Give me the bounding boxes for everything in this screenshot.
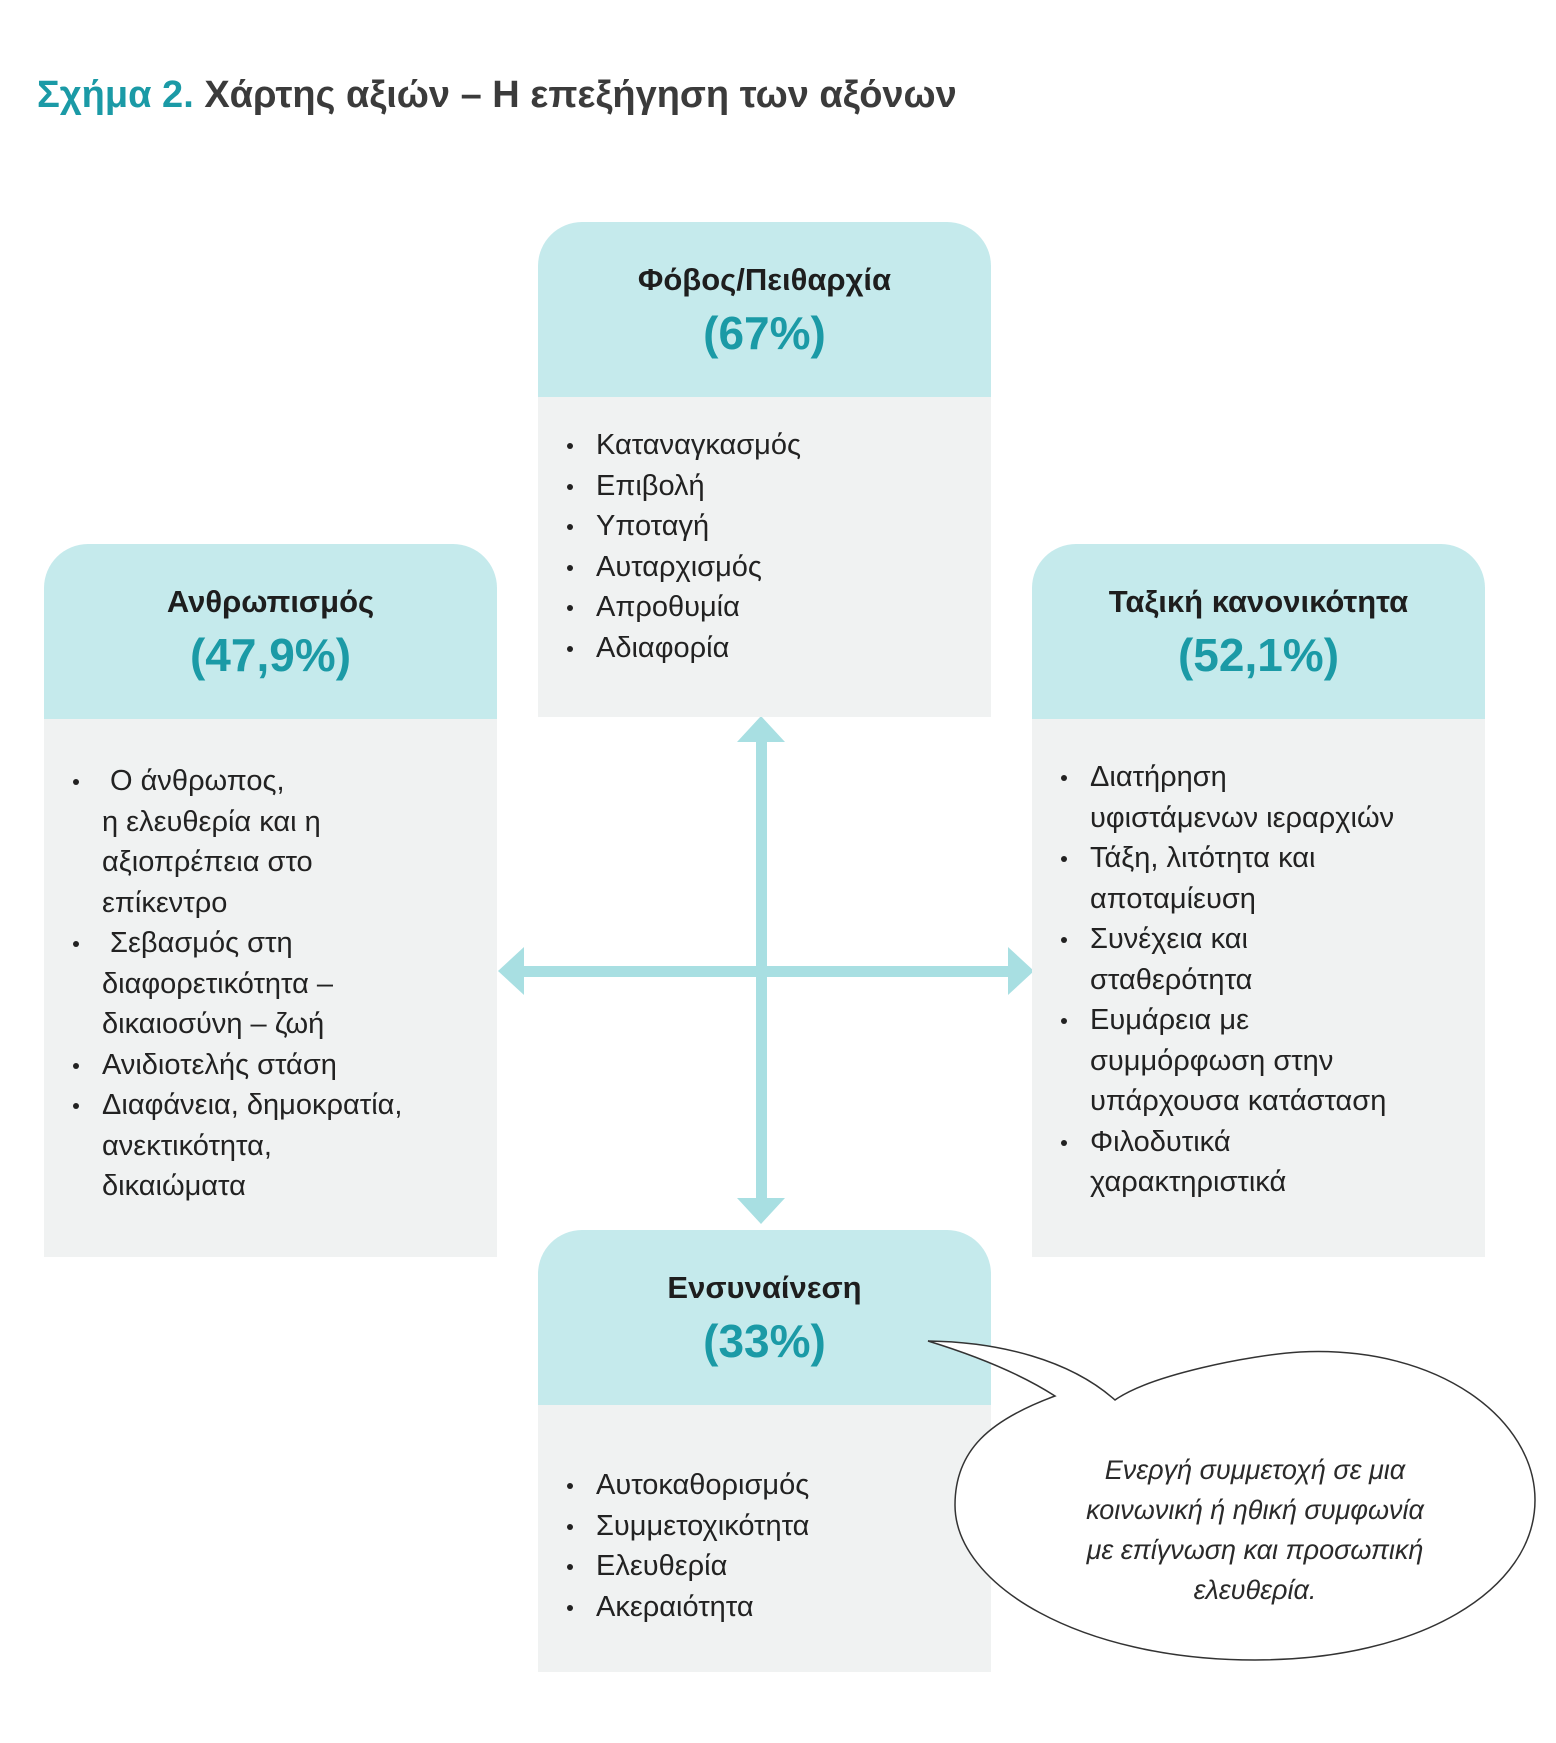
- card-header: Ταξική κανονικότητα (52,1%): [1032, 544, 1485, 719]
- card-title: Ενσυναίνεση: [667, 1270, 862, 1305]
- arrow-left-icon: [498, 947, 524, 995]
- list-item: Υποταγή: [538, 506, 991, 547]
- card-header: Ενσυναίνεση (33%): [538, 1230, 991, 1405]
- callout-text: Ενεργή συμμετοχή σε μια κοινωνική ή ηθικ…: [1086, 1455, 1424, 1605]
- card-body: Διατήρηση υφιστάμενων ιεραρχιών Τάξη, λι…: [1032, 719, 1485, 1257]
- figure-label: Σχήμα 2.: [37, 74, 194, 116]
- card-title: Ταξική κανονικότητα: [1108, 584, 1409, 619]
- card-body: Αυτοκαθορισμός Συμμετοχικότητα Ελευθερία…: [538, 1405, 991, 1672]
- arrow-down-icon: [737, 1198, 785, 1224]
- card-body: Καταναγκασμός Επιβολή Υποταγή Αυταρχισμό…: [538, 397, 991, 717]
- list-item: Αυταρχισμός: [538, 547, 991, 588]
- arrow-right-icon: [1008, 947, 1034, 995]
- list-item: Σεβασμός στη διαφορετικότητα – δικαιοσύν…: [44, 923, 497, 1045]
- list-item: Αυτοκαθορισμός: [538, 1465, 991, 1506]
- arrow-up-icon: [737, 716, 785, 742]
- list-item: Συνέχεια και σταθερότητα: [1032, 919, 1485, 1000]
- card-percent: (33%): [703, 1315, 826, 1367]
- card-percent: (52,1%): [1177, 629, 1340, 681]
- list-item: Συμμετοχικότητα: [538, 1506, 991, 1547]
- card-list: Καταναγκασμός Επιβολή Υποταγή Αυταρχισμό…: [538, 425, 991, 668]
- list-item: Ανιδιοτελής στάση: [44, 1045, 497, 1086]
- card-percent: (47,9%): [189, 629, 352, 681]
- list-item: Τάξη, λιτότητα και αποταμίευση: [1032, 838, 1485, 919]
- list-item: Διατήρηση υφιστάμενων ιεραρχιών: [1032, 757, 1485, 838]
- list-item: Απροθυμία: [538, 587, 991, 628]
- card-title: Φόβος/Πειθαρχία: [637, 262, 892, 297]
- list-item: Αδιαφορία: [538, 628, 991, 669]
- card-consent: Ενσυναίνεση (33%) Αυτοκαθορισμός Συμμετο…: [538, 1230, 991, 1672]
- card-title: Ανθρωπισμός: [166, 584, 375, 619]
- figure-title: Σχήμα 2. Χάρτης αξιών – Η επεξήγηση των …: [37, 74, 957, 117]
- list-item: Ελευθερία: [538, 1546, 991, 1587]
- horizontal-axis: [522, 966, 1010, 977]
- list-item: Διαφάνεια, δημοκρατία, ανεκτικότητα, δικ…: [44, 1085, 497, 1207]
- card-list: Αυτοκαθορισμός Συμμετοχικότητα Ελευθερία…: [538, 1465, 991, 1627]
- card-class-normality: Ταξική κανονικότητα (52,1%) Διατήρηση υφ…: [1032, 544, 1485, 1257]
- card-header: Ανθρωπισμός (47,9%): [44, 544, 497, 719]
- list-item: Ο άνθρωπος, η ελευθερία και η αξιοπρέπει…: [44, 761, 497, 923]
- list-item: Επιβολή: [538, 466, 991, 507]
- card-list: Ο άνθρωπος, η ελευθερία και η αξιοπρέπει…: [44, 761, 497, 1207]
- list-item: Ακεραιότητα: [538, 1587, 991, 1628]
- card-fear-discipline: Φόβος/Πειθαρχία (67%) Καταναγκασμός Επιβ…: [538, 222, 991, 717]
- figure-title-text: Χάρτης αξιών – Η επεξήγηση των αξόνων: [204, 74, 957, 116]
- list-item: Φιλοδυτικά χαρακτηριστικά: [1032, 1122, 1485, 1203]
- card-humanism: Ανθρωπισμός (47,9%) Ο άνθρωπος, η ελευθε…: [44, 544, 497, 1257]
- list-item: Ευμάρεια με συμμόρφωση στην υπάρχουσα κα…: [1032, 1000, 1485, 1122]
- card-list: Διατήρηση υφιστάμενων ιεραρχιών Τάξη, λι…: [1032, 757, 1485, 1203]
- card-percent: (67%): [703, 307, 826, 359]
- card-body: Ο άνθρωπος, η ελευθερία και η αξιοπρέπει…: [44, 719, 497, 1257]
- card-header: Φόβος/Πειθαρχία (67%): [538, 222, 991, 397]
- list-item: Καταναγκασμός: [538, 425, 991, 466]
